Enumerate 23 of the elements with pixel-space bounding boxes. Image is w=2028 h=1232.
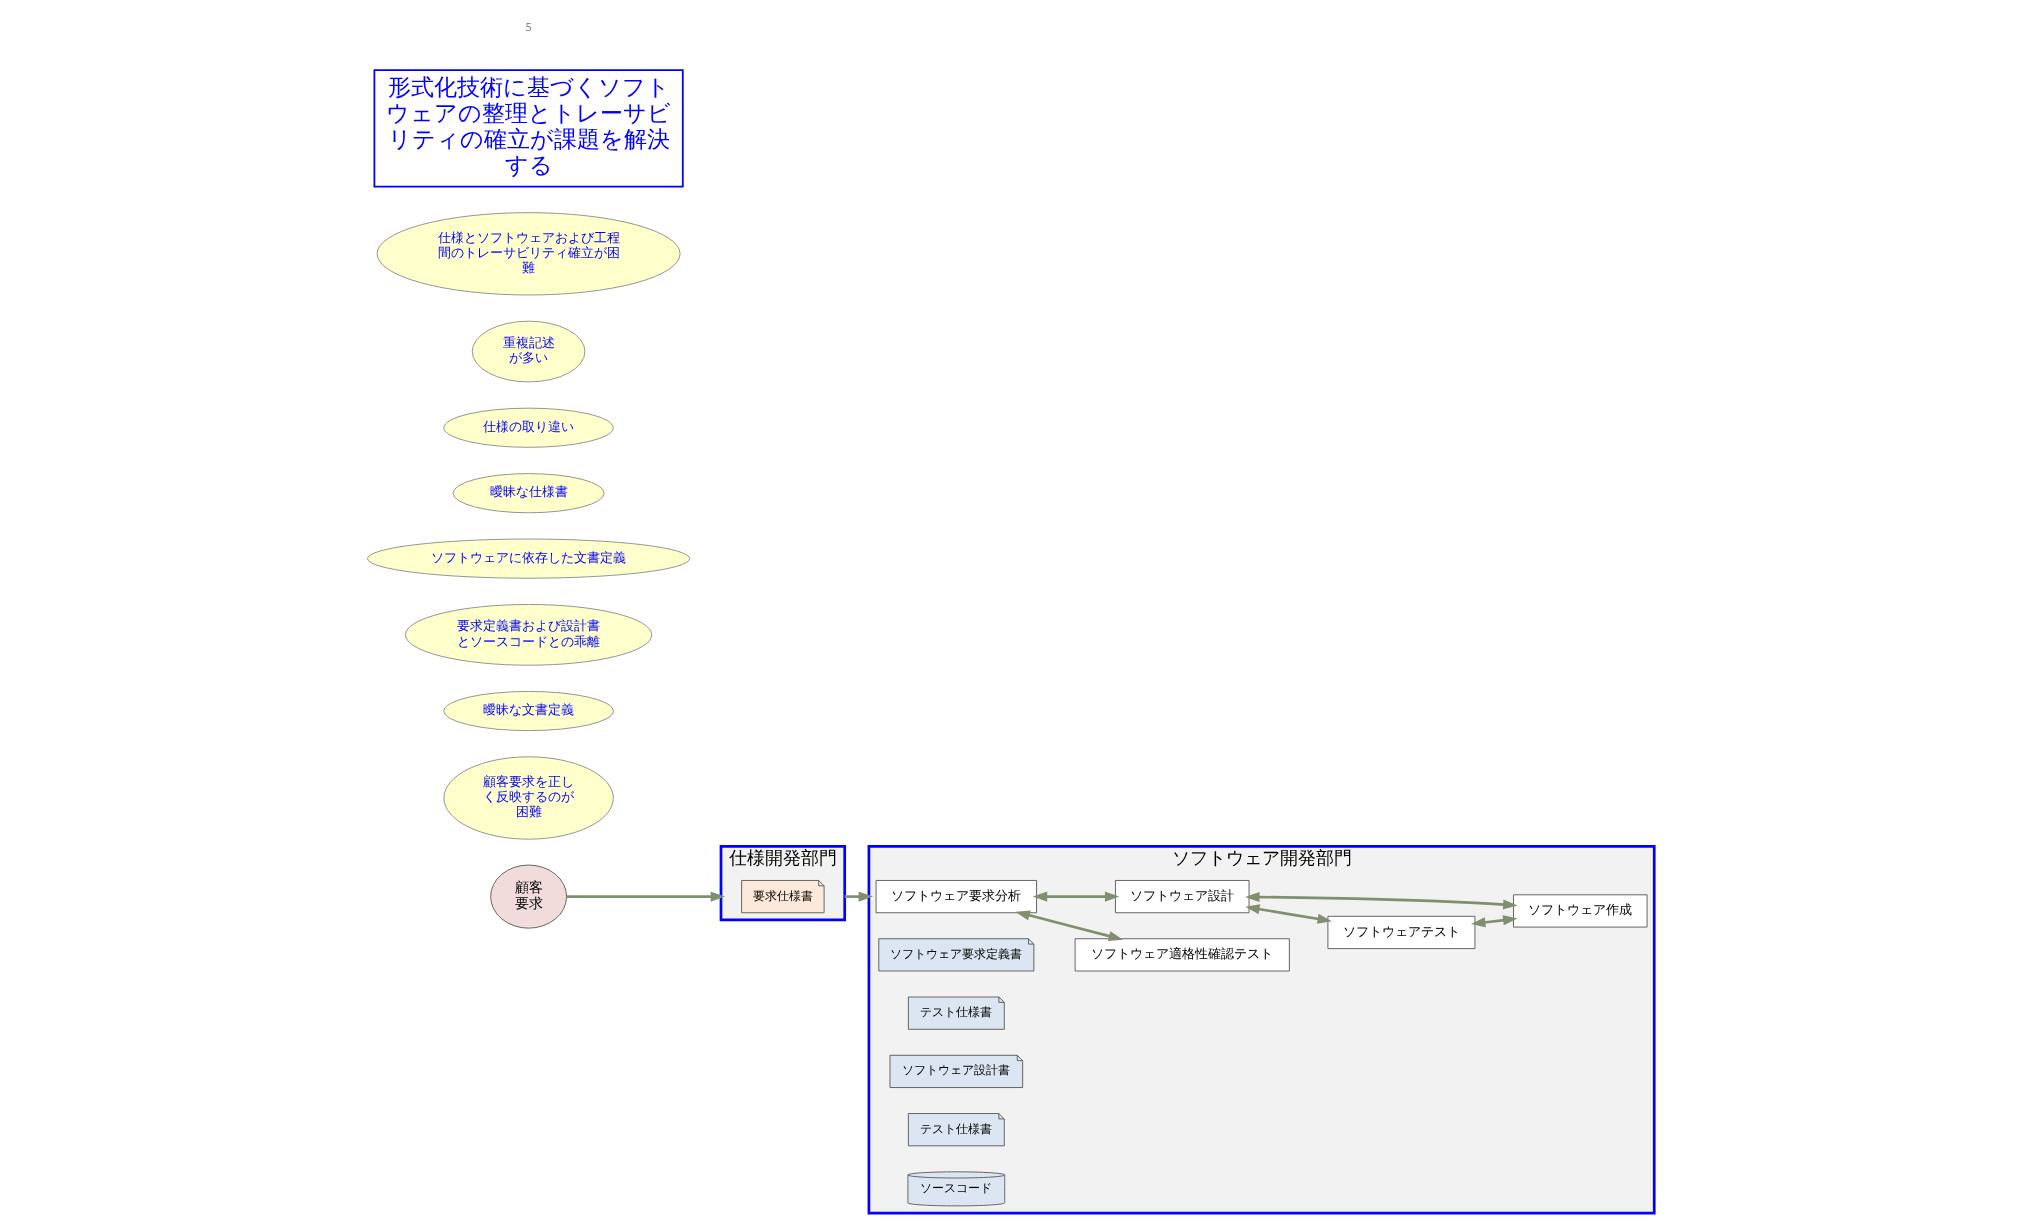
label: 5 (524, 20, 532, 34)
node-ellipse: 曖昧な仕様書 (452, 473, 605, 514)
node-ellipse: 曖昧な文書定義 (442, 691, 614, 732)
arrow (844, 891, 873, 902)
arrow (1470, 915, 1517, 928)
node-ellipse: 仕様の取り違い (442, 407, 614, 448)
node-ellipse: 重複記述が多い (471, 320, 585, 383)
node-ellipse: 顧客要求 (489, 864, 567, 929)
node-box: 形式化技術に基づくソフトウェアの整理とトレーサビリティの確立が課題を解決する (373, 69, 684, 188)
node-box: ソフトウェアテスト (1326, 915, 1475, 950)
node-box: ソフトウェア設計 (1114, 880, 1249, 914)
node-ellipse: 顧客要求を正しく反映するのが困難 (442, 756, 614, 840)
arrow (1014, 910, 1123, 941)
node-ellipse: ソフトウェアに依存した文書定義 (366, 538, 690, 579)
node-box: ソフトウェア適格性確認テスト (1074, 938, 1290, 972)
node-box: ソフトウェア作成 (1512, 894, 1647, 928)
arrow (1244, 892, 1517, 910)
node-box: ソフトウェア要求分析 (875, 880, 1037, 914)
arrow (566, 891, 725, 902)
arrow (1032, 891, 1119, 902)
node-ellipse: 要求定義書および設計書とソースコードとの乖離 (404, 604, 652, 666)
arrow (1244, 904, 1332, 924)
node-ellipse: 仕様とソフトウェアおよび工程間のトレーサビリティ確立が困難 (376, 212, 681, 296)
